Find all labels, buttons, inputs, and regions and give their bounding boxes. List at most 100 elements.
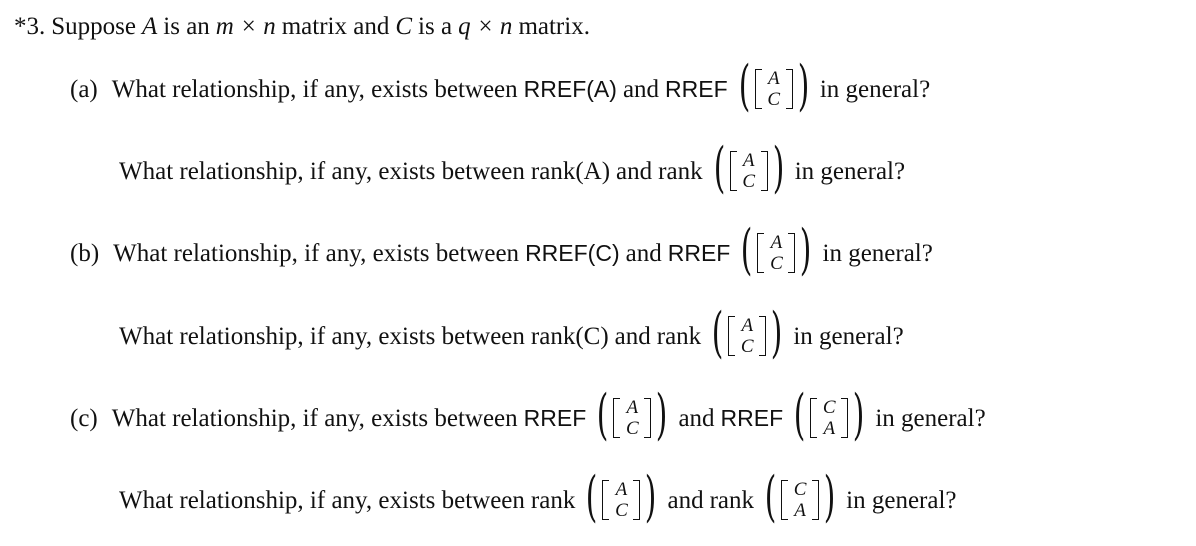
matrix-top: A [767, 68, 780, 89]
rref-c: RREF(C) [525, 239, 620, 266]
question-lead: What relationship, if any, exists betwee… [119, 157, 525, 185]
matrix-bottom: C [742, 171, 755, 192]
in-general: in general? [822, 239, 933, 267]
question-lead: What relationship, if any, exists betwee… [119, 486, 525, 514]
intro-text-2: is an [163, 13, 210, 40]
part-a-label: (a) [70, 75, 98, 103]
and-text: and [678, 404, 715, 432]
paren-open: ( [741, 218, 753, 281]
bracket-right [633, 480, 641, 520]
part-b-question-1: (b) What relationship, if any, exists be… [70, 223, 933, 278]
and-text: and [614, 322, 651, 350]
var-a: A [141, 13, 158, 40]
matrix-bottom: C [767, 89, 781, 110]
and-text: and [667, 486, 704, 514]
in-general: in general? [875, 404, 986, 432]
matrix-top: A [626, 397, 639, 418]
and-text: and [625, 239, 662, 267]
bracket-left [757, 233, 765, 273]
paren-open: ( [586, 465, 598, 528]
paren-open: ( [711, 301, 724, 364]
rank-a: rank(A) [530, 157, 611, 185]
matrix-bottom: C [615, 500, 628, 521]
paren-close: ) [800, 218, 812, 281]
question-lead: What relationship, if any, exists betwee… [119, 322, 525, 350]
problem-number: *3. [14, 13, 46, 40]
matrix-bottom: C [740, 336, 754, 357]
and-text: and [616, 157, 653, 185]
paren-close: ) [797, 54, 810, 117]
matrix-top: A [615, 479, 628, 500]
matrix-top: C [793, 479, 807, 500]
in-general: in general? [793, 322, 904, 350]
rank-c: rank(C) [530, 322, 609, 350]
in-general: in general? [819, 75, 931, 103]
part-c-question-1: (c) What relationship, if any, exists be… [70, 388, 986, 443]
bracket-left [613, 398, 621, 438]
question-lead: What relationship, if any, exists betwee… [113, 239, 520, 267]
paren-close: ) [656, 383, 668, 446]
matrix-top: C [822, 397, 836, 418]
paren-open: ( [764, 465, 777, 528]
bracket-left [602, 480, 610, 520]
intro-text-4: is a [418, 13, 453, 40]
rref-label: RREF [720, 404, 784, 431]
paren-open: ( [793, 383, 806, 446]
matrix-bottom: A [823, 418, 836, 439]
rank-label: rank [658, 157, 703, 185]
dims-a: m × n [215, 13, 276, 40]
rank-label: rank [656, 322, 702, 350]
bracket-right [812, 480, 820, 520]
part-b-question-2: What relationship, if any, exists betwee… [119, 306, 904, 361]
part-c-label: (c) [70, 404, 98, 432]
bracket-right [759, 316, 767, 356]
bracket-left [754, 69, 762, 109]
paren-close: ) [772, 136, 784, 199]
paren-close: ) [771, 301, 783, 364]
part-a-question-1: (a) What relationship, if any, exists be… [70, 59, 931, 114]
paren-open: ( [738, 54, 751, 117]
bracket-left [810, 398, 818, 438]
matrix-bottom: C [770, 253, 783, 274]
and-text: and [622, 75, 660, 103]
bracket-right [644, 398, 652, 438]
part-b-label: (b) [70, 239, 100, 267]
bracket-right [760, 151, 768, 191]
problem-statement: *3. Suppose A is an m × n matrix and C i… [14, 14, 590, 39]
rref-label: RREF [667, 239, 731, 266]
bracket-right [788, 233, 796, 273]
part-c-question-2: What relationship, if any, exists betwee… [119, 470, 957, 525]
paren-close: ) [645, 465, 657, 528]
rref-label: RREF [523, 404, 587, 431]
intro-text-3: matrix and [281, 13, 390, 40]
matrix-bottom: C [626, 418, 639, 439]
bracket-right [841, 398, 849, 438]
matrix-top: A [741, 315, 754, 336]
paren-open: ( [713, 136, 725, 199]
matrix-top: A [770, 232, 783, 253]
var-c: C [395, 13, 413, 40]
intro-text-1: Suppose [51, 13, 136, 40]
bracket-right [785, 69, 793, 109]
dims-c: q × n [458, 13, 513, 40]
bracket-left [728, 316, 736, 356]
question-lead: What relationship, if any, exists betwee… [111, 75, 518, 103]
question-lead: What relationship, if any, exists betwee… [111, 404, 518, 432]
matrix-top: A [742, 150, 755, 171]
bracket-left [729, 151, 737, 191]
in-general: in general? [846, 486, 957, 514]
part-a-question-2: What relationship, if any, exists betwee… [119, 141, 905, 196]
rank-label: rank [530, 486, 576, 514]
rref-label: RREF [665, 75, 728, 102]
matrix-bottom: A [794, 500, 806, 521]
paren-open: ( [597, 383, 609, 446]
paren-close: ) [823, 465, 836, 528]
